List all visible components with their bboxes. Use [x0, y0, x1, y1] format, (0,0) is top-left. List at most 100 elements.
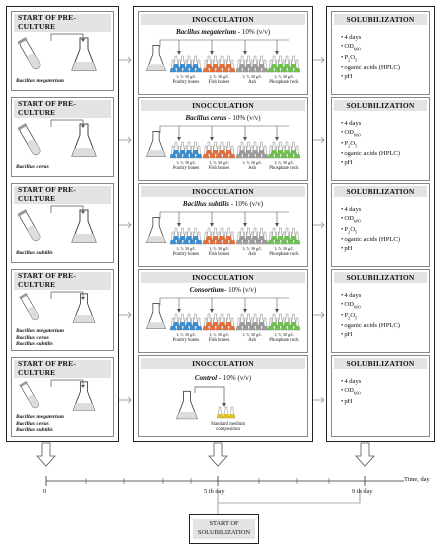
solubilization-header: SOLUBILIZATION	[334, 100, 427, 111]
measurement-text: pH	[344, 245, 353, 252]
inoculum-percent: - 10% (v/v)	[217, 374, 252, 382]
solubilization-header: SOLUBILIZATION	[334, 272, 427, 283]
flask-icon	[71, 123, 97, 157]
measurement-item: P2O5	[341, 54, 400, 65]
transfer-arrow	[50, 205, 85, 214]
inoculum-flask-icon	[146, 303, 166, 329]
flask-group-icon	[169, 55, 203, 73]
timeline-tick-label: 9 th day	[352, 488, 373, 495]
species-label: Bacillus subtilis	[16, 427, 53, 433]
measurement-list: 4 daysOD600P2O5oganic acids (HPLC)pH	[341, 34, 400, 82]
phosphate-source-label: Ash	[248, 80, 256, 85]
transfer-arrow	[50, 291, 85, 300]
transfer-arrow	[50, 379, 85, 388]
inoculation-header: INOCCULATION	[141, 272, 305, 283]
culture-tube-icon	[18, 123, 41, 156]
timeline-tick-label: 0	[43, 488, 47, 495]
phosphate-source-label: Poultry bones	[172, 166, 200, 171]
inoculation-title: Consortium- 10% (v/v)	[139, 286, 307, 294]
organism-name: Control	[194, 374, 218, 382]
organism-name: Bacillus cerus	[185, 114, 227, 122]
start-solubilization-box: START OF SOLUBILIZATION	[189, 514, 259, 544]
phosphate-source-label: Phosphate rock	[269, 338, 299, 343]
measurement-item: OD600	[341, 387, 361, 398]
species-label: Bacillus cerus	[16, 420, 49, 427]
measurement-item: OD600	[341, 215, 400, 226]
measurement-text: pH	[344, 397, 353, 405]
measurement-text: OD600	[344, 42, 361, 51]
preculture-header: START OF PRE-CULTURE	[14, 185, 111, 204]
control-connector	[194, 386, 226, 407]
transfer-arrow	[50, 33, 85, 42]
inoculation-header: INOCCULATION	[141, 14, 305, 25]
measurement-item: P2O5	[341, 226, 400, 237]
timeline	[45, 476, 404, 486]
flask-group-icon	[267, 227, 301, 245]
flask-icon	[72, 293, 96, 323]
culture-tube-icon	[19, 380, 39, 409]
culture-tube-icon	[18, 37, 41, 70]
start-solubilization-label: START OF SOLUBILIZATION	[193, 519, 255, 539]
phosphate-source-label: Phosphate rock	[269, 166, 299, 171]
measurement-item: oganic acids (HPLC)	[341, 150, 400, 159]
phosphate-source-label: Fish bones	[208, 166, 230, 171]
measurement-item: oganic acids (HPLC)	[341, 322, 400, 331]
measurement-item: 4 days	[341, 292, 400, 301]
preculture-panel: START OF PRE-CULTURE Bacillus megaterium…	[11, 269, 114, 351]
measurement-item: oganic acids (HPLC)	[341, 236, 400, 245]
measurement-list: 4 daysOD600P2O5oganic acids (HPLC)pH	[341, 292, 400, 340]
concentration-label: 1; 5; 30 g/L	[176, 160, 196, 165]
preculture-panel: START OF PRE-CULTURE Bacillus subtilis	[11, 183, 114, 263]
inoculum-percent: - 10% (v/v)	[223, 286, 257, 294]
inoculum-percent: - 10% (v/v)	[229, 200, 264, 208]
measurement-item: OD600	[341, 129, 400, 140]
measurement-text: oganic acids (HPLC)	[344, 236, 400, 244]
preculture-panel: START OF PRE-CULTURE Bacillus megaterium	[11, 11, 114, 91]
flask-group-icon	[267, 313, 301, 331]
measurement-text: oganic acids (HPLC)	[344, 150, 400, 158]
flask-icon	[71, 209, 97, 243]
flask-group-icon	[235, 313, 269, 331]
solubilization-panel: SOLUBILIZATION4 daysOD600P2O5oganic acid…	[331, 269, 430, 353]
inoculation-header: INOCCULATION	[141, 100, 305, 111]
inoculum-percent: - 10% (v/v)	[226, 114, 261, 122]
flask-group-icon	[169, 141, 203, 159]
measurement-text: OD600	[344, 128, 361, 137]
transfer-arrow	[50, 119, 85, 128]
measurement-item: P2O5	[341, 312, 400, 323]
measurement-list: 4 daysOD600pH	[341, 378, 361, 406]
flask-icon	[72, 381, 96, 411]
flask-group-icon	[202, 141, 236, 159]
phosphate-source-label: Fish bones	[208, 252, 230, 257]
phosphate-source-label: Ash	[248, 166, 256, 171]
distribution-bracket	[159, 39, 289, 55]
preculture-header: START OF PRE-CULTURE	[14, 359, 111, 378]
flask-group-icon	[235, 141, 269, 159]
flask-group-icon	[202, 313, 236, 331]
concentration-label: 1; 5; 30 g/L	[242, 246, 262, 251]
solubilization-panel: SOLUBILIZATION4 daysOD600pH	[331, 355, 430, 437]
organism-name: Bacillus megaterium	[175, 28, 237, 36]
inoculation-header: INOCCULATION	[141, 358, 305, 369]
preculture-column: START OF PRE-CULTURE Bacillus megaterium…	[6, 6, 119, 442]
phosphate-source-label: Ash	[248, 252, 256, 257]
phosphate-source-label: Poultry bones	[172, 252, 200, 257]
measurement-text: pH	[344, 331, 353, 338]
timeline-unit-label: Time, day	[404, 476, 430, 483]
flask-icon	[71, 37, 97, 71]
control-flasks-icon	[216, 406, 236, 419]
measurement-text: oganic acids (HPLC)	[344, 322, 400, 330]
phosphate-source-label: Ash	[248, 338, 256, 343]
down-arrows	[36, 442, 375, 467]
flask-group-icon	[267, 55, 301, 73]
concentration-label: 1; 5; 30 g/L	[242, 74, 262, 79]
measurement-text: 4 days	[344, 292, 362, 299]
measurement-item: P2O5	[341, 140, 400, 151]
flask-group-icon	[235, 55, 269, 73]
measurement-text: P2O5	[344, 311, 358, 320]
concentration-label: 1; 5; 30 g/L	[274, 246, 294, 251]
